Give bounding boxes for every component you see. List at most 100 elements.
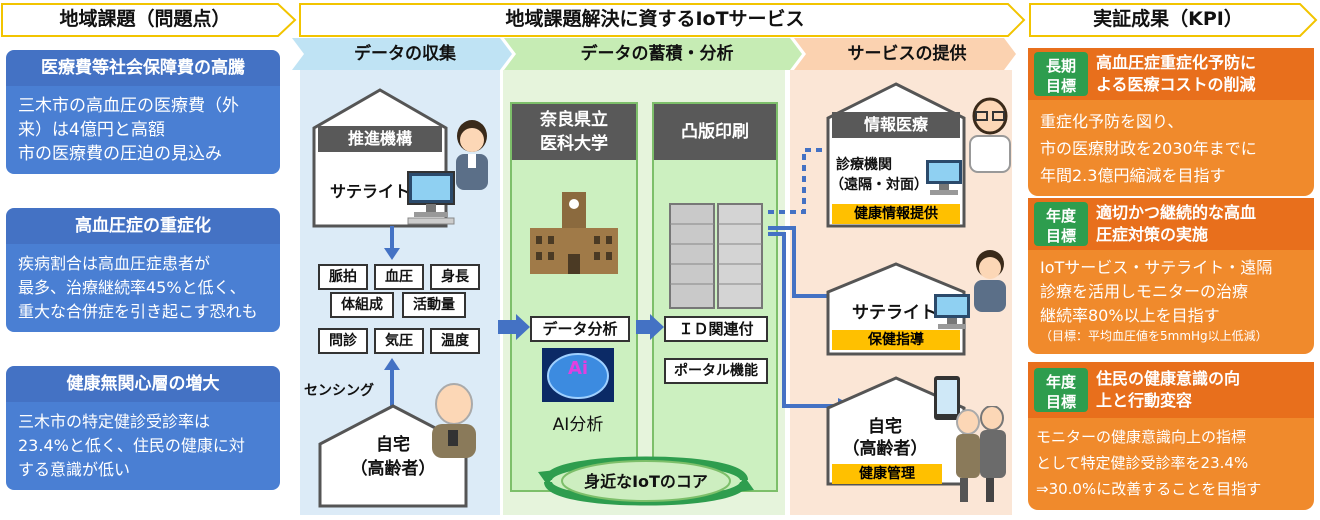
- ai-caption: AI分析: [552, 415, 604, 435]
- iot-core-ellipse: [538, 456, 754, 506]
- goal-title-line: 住民の健康意識の向: [1096, 369, 1241, 388]
- issue-line: 疾病割合は高血圧症患者が: [18, 254, 211, 273]
- phase-collection: データの収集: [354, 44, 456, 64]
- goal-note: （目標：平均血圧値を5mmHg以上低減）: [1040, 329, 1268, 343]
- goal-body-line: 年間2.3億円縮減を目指す: [1040, 166, 1226, 185]
- issue-line: 来）は4億円と高額: [18, 120, 165, 140]
- service-satellite-label: サテライト: [852, 303, 937, 323]
- goal-tag: 年度 目標: [1034, 202, 1088, 246]
- issue-title: 高血圧症の重症化: [6, 208, 280, 244]
- home-title: 自宅: [376, 435, 410, 455]
- issue-line: 重大な合併症を引き起こす恐れも: [18, 302, 258, 321]
- portal-box: ポータル機能: [664, 358, 768, 384]
- goal-title-line: 上と行動変容: [1096, 391, 1193, 410]
- goal-body-line: モニターの健康意識向上の指標: [1036, 428, 1247, 446]
- goal-title: 適切かつ継続的な高血 圧症対策の実施: [1096, 202, 1256, 246]
- tablet-icon: [934, 376, 960, 420]
- clinic-label: 情報医療: [832, 112, 960, 138]
- computer-icon: [926, 160, 962, 195]
- phase-service: サービスの提供: [847, 44, 967, 64]
- clinic-sub1: 診療機関: [836, 157, 892, 173]
- id-link-box: ＩＤ関連付: [664, 316, 768, 342]
- univ-title-line: 奈良県立: [540, 110, 608, 130]
- goal-title-line: 適切かつ継続的な高血: [1096, 203, 1257, 222]
- issue-panel-cost: 医療費等社会保障費の高騰 三木市の高血圧の医療費（外 来）は4億円と高額 市の医…: [6, 50, 280, 174]
- goal-title-line: 圧症対策の実施: [1096, 225, 1209, 244]
- goal-body-line: として特定健診受診率を23.4%: [1036, 454, 1249, 472]
- issue-body: 三木市の高血圧の医療費（外 来）は4億円と高額 市の医療費の圧迫の見込み: [6, 86, 280, 174]
- issue-line: 三木市の特定健診受診率は: [18, 412, 211, 431]
- goal-tag: 年度 目標: [1034, 368, 1088, 412]
- goal-tag-line: 長期: [1045, 57, 1076, 75]
- clinic-sub2: （遠隔・対面）: [830, 177, 928, 193]
- issue-body: 疾病割合は高血圧症患者が 最多、治療継続率45%と低く、 重大な合併症を引き起こ…: [6, 244, 280, 332]
- university-building-icon: [530, 192, 618, 274]
- data-analysis-box: データ分析: [530, 316, 630, 342]
- arrow-right: [498, 314, 530, 340]
- goal-body-line: 市の医療財政を2030年までに: [1040, 139, 1257, 158]
- home-tag: 健康管理: [832, 464, 942, 484]
- doctor-icon: [969, 97, 1011, 173]
- goal-body: 重症化予防を図り、 市の医療財政を2030年までに 年間2.3億円縮減を目指す: [1040, 108, 1257, 189]
- org-label: 推進機構: [318, 126, 442, 152]
- server-rack-icon: [669, 203, 763, 309]
- goal-title: 住民の健康意識の向 上と行動変容: [1096, 368, 1240, 412]
- elderly-couple-icon: [956, 406, 1006, 502]
- arrow-right: [636, 314, 664, 340]
- univ-title-line: 医科大学: [540, 134, 608, 154]
- chip-height: 身長: [430, 264, 480, 290]
- satellite-label: サテライト: [330, 182, 411, 201]
- clinic-tag: 健康情報提供: [832, 204, 960, 224]
- arrow-up: [384, 358, 400, 406]
- goal-tag-line: 年度: [1045, 373, 1076, 391]
- phase-analysis: データの蓄積・分析: [580, 44, 734, 64]
- sensing-label: センシング: [304, 383, 374, 399]
- issue-title: 医療費等社会保障費の高騰: [6, 50, 280, 86]
- issue-panel-severity: 高血圧症の重症化 疾病割合は高血圧症患者が 最多、治療継続率45%と低く、 重大…: [6, 208, 280, 332]
- toppan-title: 凸版印刷: [654, 104, 776, 160]
- computer-icon: [934, 294, 970, 329]
- issue-line: する意識が低い: [18, 460, 131, 479]
- chip-pulse: 脈拍: [318, 264, 368, 290]
- goal-body-line: IoTサービス・サテライト・遠隔: [1040, 258, 1273, 277]
- home-sub: （高齢者）: [350, 459, 436, 479]
- goal-title-line: よる医療コストの削減: [1096, 75, 1256, 94]
- goal-title: 高血圧症重症化予防に よる医療コストの削減: [1096, 52, 1256, 96]
- phase-chevrons: [292, 38, 1016, 70]
- goal-tag-line: 目標: [1045, 227, 1076, 245]
- issue-line: 市の医療費の圧迫の見込み: [18, 144, 222, 164]
- goal-body-line: 重症化予防を図り、: [1040, 112, 1184, 131]
- issue-panel-apathy: 健康無関心層の増大 三木市の特定健診受診率は 23.4%と低く、住民の健康に対 …: [6, 366, 280, 490]
- header-arrows: [1, 3, 1318, 37]
- goal-tag-line: 目標: [1045, 77, 1076, 95]
- issue-title: 健康無関心層の増大: [6, 366, 280, 402]
- issue-body: 三木市の特定健診受診率は 23.4%と低く、住民の健康に対 する意識が低い: [6, 402, 280, 490]
- goal-body: モニターの健康意識向上の指標 として特定健診受診率を23.4% ⇒30.0%に改…: [1036, 424, 1261, 502]
- satellite-tag: 保健指導: [832, 330, 960, 350]
- iot-core-label: 身近なIoTのコア: [584, 472, 708, 491]
- goal-tag: 長期 目標: [1034, 52, 1088, 96]
- computer-icon: [407, 171, 455, 225]
- chip-activity: 活動量: [402, 292, 466, 318]
- goal-tag-line: 年度: [1045, 207, 1076, 225]
- goal-tag-line: 目標: [1045, 393, 1076, 411]
- ai-badge: Ai: [567, 358, 589, 379]
- staff-person-icon: [974, 250, 1006, 312]
- goal-body-line: 診療を活用しモニターの治療: [1040, 282, 1249, 301]
- issue-line: 三木市の高血圧の医療費（外: [18, 96, 239, 116]
- service-home-sub: （高齢者）: [842, 439, 928, 459]
- issue-line: 23.4%と低く、住民の健康に対: [18, 436, 245, 455]
- goal-body-line: ⇒30.0%に改善することを目指す: [1036, 480, 1262, 498]
- staff-person-icon: [456, 120, 488, 190]
- arrow-down: [384, 226, 400, 260]
- chip-temperature: 温度: [430, 328, 480, 354]
- ai-brain-icon: [542, 348, 614, 402]
- chip-blood-pressure: 血圧: [374, 264, 424, 290]
- chip-interview: 問診: [318, 328, 368, 354]
- goal-body: IoTサービス・サテライト・遠隔 診療を活用しモニターの治療 継続率80%以上を…: [1040, 256, 1272, 344]
- elderly-person-icon: [432, 383, 476, 458]
- service-home-title: 自宅: [868, 417, 902, 437]
- kpi-header: 実証成果（KPI）: [1093, 8, 1243, 30]
- chip-body-composition: 体組成: [330, 292, 394, 318]
- chip-air-pressure: 気圧: [374, 328, 424, 354]
